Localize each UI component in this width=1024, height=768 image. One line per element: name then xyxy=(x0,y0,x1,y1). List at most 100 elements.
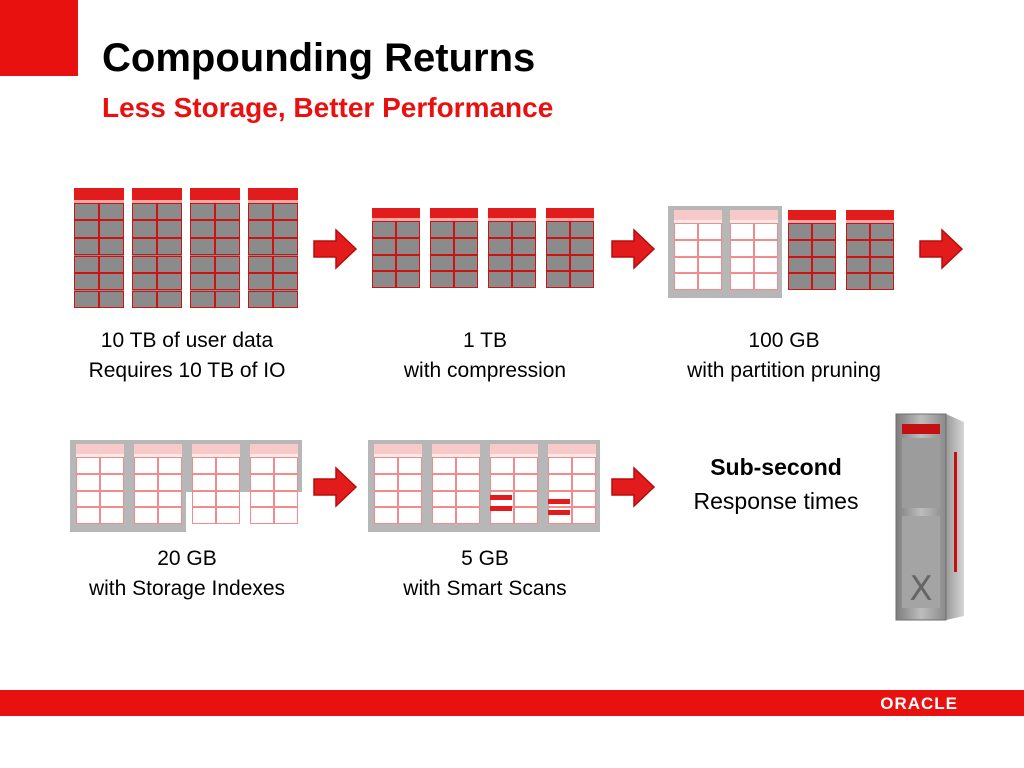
table-cell xyxy=(74,290,99,308)
table-cell xyxy=(250,507,274,524)
table-cell xyxy=(215,255,240,273)
table-cell xyxy=(548,457,572,474)
table-cell xyxy=(512,221,536,238)
table-cell xyxy=(396,254,420,272)
table-cell xyxy=(698,256,722,274)
table-cell xyxy=(372,221,396,238)
table-cell xyxy=(74,237,99,256)
table-cell xyxy=(454,271,478,288)
table-cell xyxy=(490,457,514,474)
result-text: Sub-second Response times xyxy=(664,450,888,518)
table-cell xyxy=(812,223,836,240)
table-cell xyxy=(514,490,538,508)
table-cell xyxy=(134,473,158,491)
table-cell xyxy=(488,237,512,255)
table-column xyxy=(432,444,480,524)
table-cell xyxy=(572,473,596,491)
table-column xyxy=(132,188,182,308)
table-cell xyxy=(76,457,100,474)
table-cell xyxy=(248,237,273,256)
table-cell xyxy=(248,290,273,308)
table-column xyxy=(134,444,182,524)
caption-line: with Storage Indexes xyxy=(88,577,286,600)
table-cell xyxy=(456,507,480,524)
table-cell xyxy=(674,273,698,290)
table-cell xyxy=(100,507,124,524)
table-cell xyxy=(216,507,240,524)
table-column xyxy=(730,210,778,290)
table-cell xyxy=(730,273,754,290)
table-cell xyxy=(215,290,240,308)
table-column xyxy=(372,208,420,288)
result-line: Response times xyxy=(693,488,859,514)
table-cell xyxy=(490,473,514,491)
footer-bar: ORACLE xyxy=(0,690,1024,716)
table-cell xyxy=(788,273,812,290)
arrow-right-icon xyxy=(313,466,358,508)
table-cell xyxy=(730,223,754,240)
oracle-logo: ORACLE xyxy=(880,694,958,713)
table-cell xyxy=(192,490,216,508)
table-cell xyxy=(454,221,478,238)
table-cell xyxy=(488,221,512,238)
table-cell xyxy=(374,507,398,524)
table-cell xyxy=(372,254,396,272)
table-column xyxy=(248,188,298,308)
table-cell xyxy=(512,271,536,288)
table-cell xyxy=(570,271,594,288)
selected-rows-mark xyxy=(548,499,570,504)
table-column xyxy=(76,444,124,524)
table-column xyxy=(788,210,836,290)
table-cell xyxy=(488,271,512,288)
table-cell xyxy=(157,203,182,221)
table-cell xyxy=(273,290,298,308)
table-cell xyxy=(76,490,100,508)
table-cell xyxy=(374,473,398,491)
table-group-storage-indexes xyxy=(70,440,302,532)
table-cell xyxy=(157,255,182,273)
caption-user-data: 10 TB of user data Requires 10 TB of IO xyxy=(40,326,334,386)
table-cell xyxy=(570,254,594,272)
table-cell xyxy=(100,490,124,508)
table-cell xyxy=(192,473,216,491)
caption-storage-indexes: 20 GB with Storage Indexes xyxy=(40,544,334,604)
selected-rows-mark xyxy=(490,495,512,500)
table-cell xyxy=(870,239,894,257)
table-cell xyxy=(430,254,454,272)
table-cell xyxy=(870,223,894,240)
table-cell xyxy=(74,203,99,221)
table-cell xyxy=(570,221,594,238)
table-cell xyxy=(846,273,870,290)
table-cell xyxy=(572,507,596,524)
caption-partition-pruning: 100 GB with partition pruning xyxy=(650,326,918,386)
table-cell xyxy=(273,203,298,221)
table-cell xyxy=(274,507,298,524)
table-cell xyxy=(754,273,778,290)
table-cell xyxy=(454,254,478,272)
table-cell xyxy=(754,239,778,257)
table-cell xyxy=(132,290,157,308)
caption-compression: 1 TB with compression xyxy=(360,326,610,386)
table-cell xyxy=(456,457,480,474)
table-cell xyxy=(788,239,812,257)
table-cell xyxy=(132,220,157,238)
caption-line: 100 GB xyxy=(748,329,820,352)
table-cell xyxy=(456,473,480,491)
table-cell xyxy=(812,239,836,257)
table-cell xyxy=(250,490,274,508)
table-cell xyxy=(396,237,420,255)
table-cell xyxy=(870,256,894,274)
table-cell xyxy=(76,507,100,524)
table-column xyxy=(490,444,538,524)
table-cell xyxy=(248,220,273,238)
table-cell xyxy=(248,255,273,273)
table-cell xyxy=(192,457,216,474)
table-cell xyxy=(158,457,182,474)
table-cell xyxy=(788,223,812,240)
table-cell xyxy=(74,255,99,273)
table-cell xyxy=(430,221,454,238)
table-cell xyxy=(134,507,158,524)
table-cell xyxy=(99,255,124,273)
arrow-right-icon xyxy=(919,228,964,270)
table-cell xyxy=(398,473,422,491)
